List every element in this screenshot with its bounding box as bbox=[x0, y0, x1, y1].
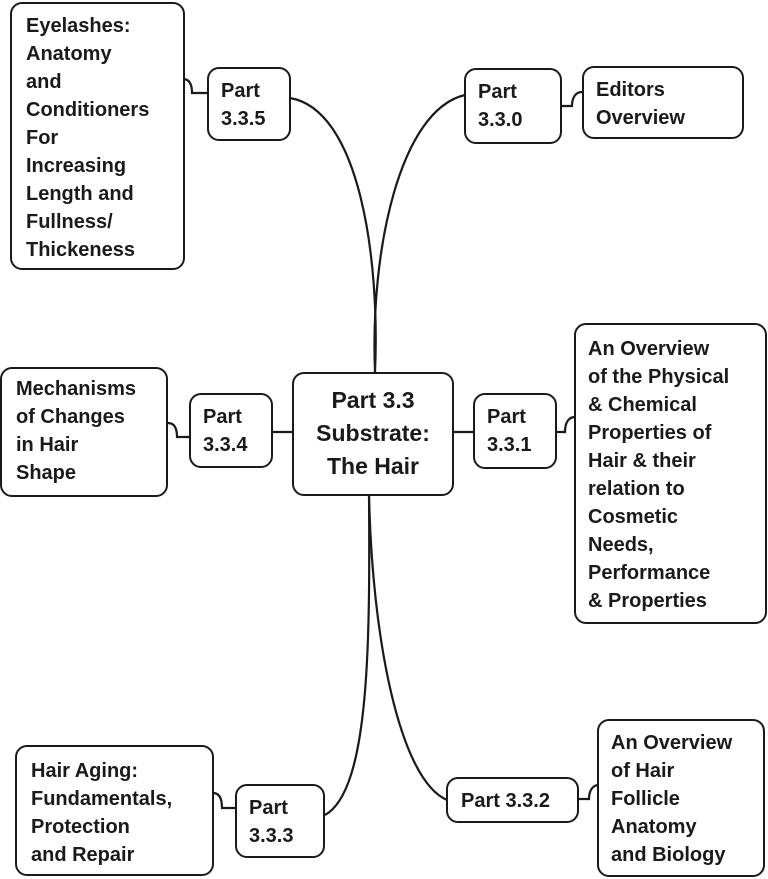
connector-3-3-4-to-topic bbox=[167, 421, 190, 439]
central-topic-node[interactable]: Part 3.3 Substrate: The Hair bbox=[292, 372, 454, 496]
connector-3-3-1-to-topic bbox=[556, 415, 576, 434]
connector-center-to-3-3-0 bbox=[373, 93, 466, 373]
part-3-3-2-node[interactable]: Part 3.3.2 bbox=[446, 777, 579, 823]
connector-center-to-3-3-3 bbox=[324, 493, 371, 816]
connector-3-3-2-to-topic bbox=[578, 783, 600, 801]
connector-3-3-5-to-topic bbox=[182, 77, 207, 95]
part-3-3-0-node[interactable]: Part 3.3.0 bbox=[464, 68, 562, 144]
part-3-3-3-node[interactable]: Part 3.3.3 bbox=[235, 784, 325, 858]
topic-editors-overview-node[interactable]: Editors Overview bbox=[582, 66, 744, 139]
topic-eyelashes-node[interactable]: Eyelashes: Anatomy and Conditioners For … bbox=[10, 2, 185, 270]
topic-physical-chemical-properties-node[interactable]: An Overview of the Physical & Chemical P… bbox=[574, 323, 767, 624]
part-3-3-4-node[interactable]: Part 3.3.4 bbox=[189, 393, 273, 468]
connector-3-3-0-to-topic bbox=[561, 90, 583, 108]
part-3-3-1-node[interactable]: Part 3.3.1 bbox=[473, 393, 557, 469]
connector-center-to-3-3-2 bbox=[367, 493, 448, 802]
topic-hair-follicle-anatomy-node[interactable]: An Overview of Hair Follicle Anatomy and… bbox=[597, 719, 765, 877]
part-3-3-5-node[interactable]: Part 3.3.5 bbox=[207, 67, 291, 141]
connector-center-to-3-3-5 bbox=[289, 96, 377, 373]
topic-hair-shape-mechanisms-node[interactable]: Mechanisms of Changes in Hair Shape bbox=[0, 367, 168, 497]
topic-hair-aging-node[interactable]: Hair Aging: Fundamentals, Protection and… bbox=[15, 745, 214, 876]
connector-3-3-3-to-topic bbox=[212, 791, 235, 810]
